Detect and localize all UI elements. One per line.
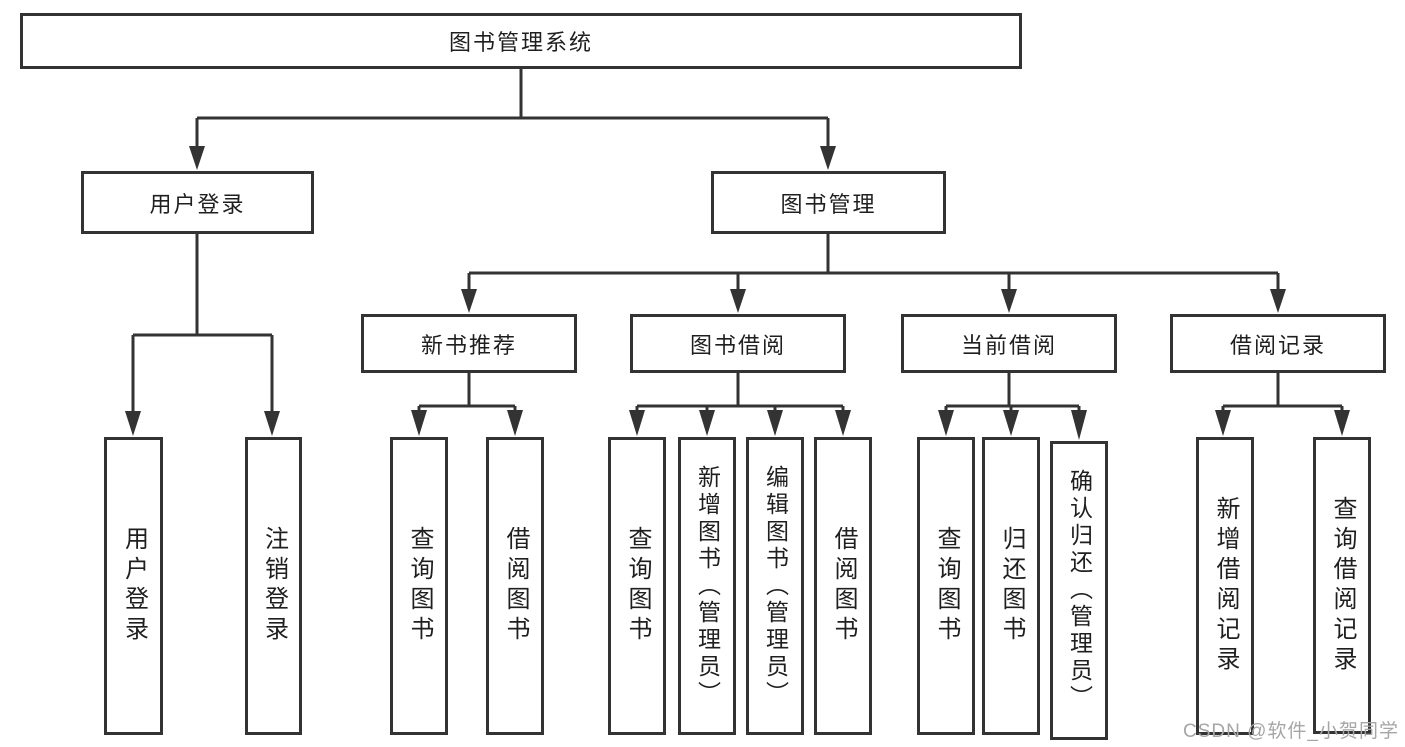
node-label: 图书管理	[780, 191, 877, 217]
node-leaf-query-borrow-record: 查询借阅记录	[1313, 437, 1371, 734]
arrowhead	[1071, 410, 1087, 440]
node-leaf-query-book-current: 查询图书	[917, 437, 975, 735]
arrowhead	[507, 410, 523, 436]
arrowhead	[938, 410, 954, 436]
node-label: 确认归还（管理员）	[1066, 469, 1093, 712]
node-borrow-records: 借阅记录	[1170, 314, 1386, 373]
arrowhead	[1001, 289, 1017, 313]
node-label: 图书借阅	[689, 332, 786, 358]
node-current-borrowing: 当前借阅	[901, 314, 1117, 373]
node-leaf-confirm-return-admin: 确认归还（管理员）	[1050, 441, 1108, 740]
connector-book-borrowing	[635, 373, 845, 412]
arrowhead	[820, 146, 836, 170]
node-leaf-add-book-admin: 新增图书（管理员）	[678, 437, 736, 735]
node-leaf-query-book-borrowing: 查询图书	[608, 437, 666, 735]
node-label: 图书管理系统	[448, 30, 593, 55]
node-leaf-user-login: 用户登录	[104, 437, 163, 735]
node-leaf-return-book: 归还图书	[982, 437, 1040, 735]
node-book-borrowing: 图书借阅	[630, 314, 846, 373]
node-label: 查询借阅记录	[1329, 495, 1356, 676]
node-label: 新书推荐	[420, 332, 517, 358]
arrowhead	[461, 289, 477, 313]
node-leaf-query-book-recommend: 查询图书	[390, 437, 448, 735]
node-label: 查询图书	[406, 526, 433, 646]
node-label: 借阅图书	[502, 526, 529, 646]
node-label: 借阅图书	[830, 526, 857, 646]
arrowhead	[1270, 289, 1286, 313]
node-label: 用户登录	[149, 191, 246, 217]
node-book-management: 图书管理	[711, 171, 946, 234]
node-leaf-borrow-book: 借阅图书	[814, 437, 872, 735]
arrowhead	[699, 410, 715, 436]
arrowhead	[1334, 410, 1350, 436]
node-leaf-logout: 注销登录	[245, 437, 302, 735]
node-label: 新增借阅记录	[1212, 496, 1239, 676]
arrowhead	[835, 410, 851, 436]
arrowhead	[767, 410, 783, 436]
arrowhead	[189, 146, 205, 170]
connector-book-management	[467, 234, 1280, 291]
node-library-management-system: 图书管理系统	[20, 13, 1022, 69]
node-leaf-borrow-book-recommend: 借阅图书	[486, 437, 544, 735]
node-label: 归还图书	[998, 526, 1025, 646]
node-label: 查询图书	[933, 526, 960, 646]
node-label: 借阅记录	[1229, 332, 1326, 358]
node-label: 编辑图书（管理员）	[762, 464, 789, 708]
connector-borrow-records	[1221, 373, 1344, 412]
node-label: 新增图书（管理员）	[694, 464, 721, 708]
arrowhead	[1215, 410, 1231, 436]
node-new-book-recommend: 新书推荐	[361, 314, 577, 373]
node-label: 查询图书	[624, 526, 651, 646]
arrowhead	[629, 410, 645, 436]
node-label: 当前借阅	[960, 332, 1057, 358]
node-leaf-add-borrow-record: 新增借阅记录	[1196, 437, 1254, 735]
arrowhead	[411, 410, 427, 436]
connector-new-book-recommend	[417, 373, 517, 412]
connector-current-borrowing	[944, 373, 1081, 412]
arrowhead	[1003, 410, 1019, 436]
arrowhead	[730, 289, 746, 313]
csdn-watermark: CSDN @软件_小贺同学	[1183, 721, 1399, 742]
node-label: 用户登录	[120, 526, 148, 646]
arrowhead	[264, 411, 280, 436]
arrowhead	[125, 411, 141, 436]
node-label: 注销登录	[260, 526, 288, 646]
connector-root	[195, 69, 830, 148]
node-leaf-edit-book-admin: 编辑图书（管理员）	[746, 437, 804, 735]
node-user-login: 用户登录	[81, 171, 314, 234]
connector-user-login	[131, 234, 274, 413]
